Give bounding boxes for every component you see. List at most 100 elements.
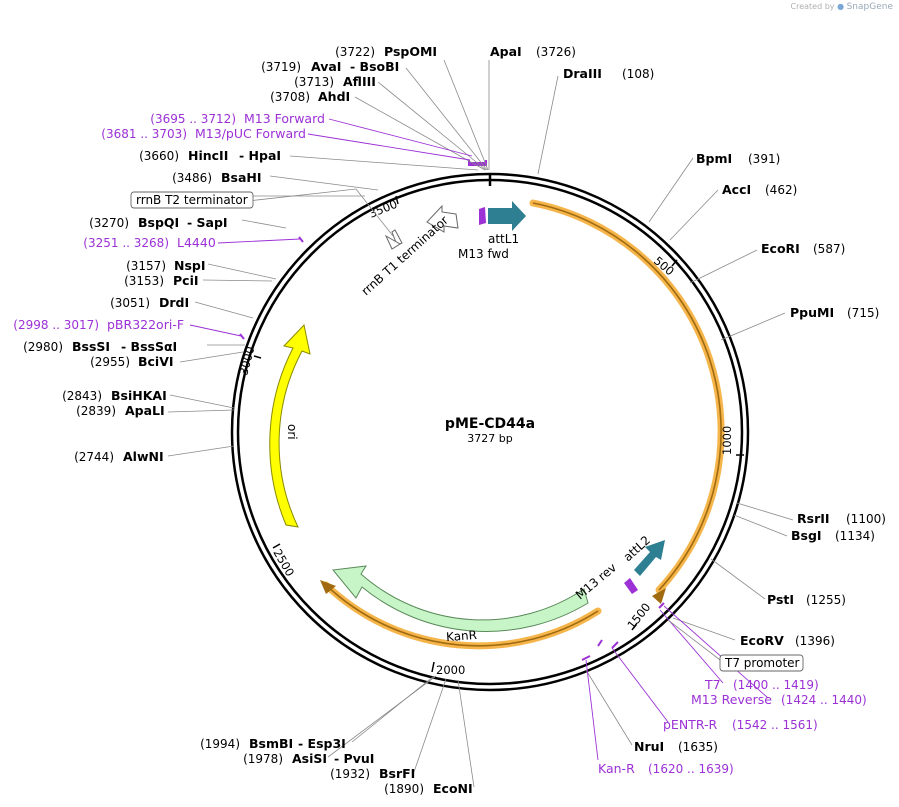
site-econi: EcoNI	[433, 781, 473, 796]
site-nspi: NspI	[174, 258, 206, 273]
site-bsmbi: BsmBI	[249, 736, 293, 751]
site-bsgi-pos: (1134)	[835, 529, 875, 543]
m13-fwd-feature	[479, 207, 486, 225]
primer-t7: T7	[704, 677, 721, 692]
primer-kan-r-range: (1620 .. 1639)	[648, 762, 734, 776]
site-asisi: AsiSI	[292, 751, 327, 766]
site-apali: ApaLI	[125, 403, 165, 418]
primer-m13puc-forward: M13/pUC Forward	[195, 126, 306, 141]
site-nrui: NruI	[634, 739, 664, 754]
ori-feature	[269, 323, 311, 528]
primer-pbr322ori: pBR322ori-F	[107, 317, 184, 332]
site-bsrfi: BsrFI	[379, 766, 415, 781]
primer-pbr322ori-range: (2998 .. 3017)	[13, 318, 99, 332]
rrnb-t1-feature	[426, 204, 459, 233]
site-bpmi: BpmI	[696, 151, 732, 166]
site-apali-pos: (2839)	[76, 404, 116, 418]
site-bpmi-pos: (391)	[748, 152, 780, 166]
site-labels-left: (3722) PspOMI (3719) AvaI - BsoBI (3713)…	[23, 44, 473, 796]
site-bsobi: - BsoBI	[350, 59, 399, 74]
rrnb-t2-arrow	[384, 234, 401, 250]
site-bsihkai-pos: (2843)	[62, 389, 102, 403]
site-ahdi: AhdI	[318, 89, 350, 104]
site-nspi-pos: (3157)	[126, 259, 166, 273]
site-alwni: AlwNI	[123, 449, 164, 464]
site-hincii-pos: (3660)	[139, 149, 179, 163]
site-apai: ApaI	[490, 44, 522, 59]
site-draiii: DraIII	[563, 66, 602, 81]
feature-label-ori: ori	[285, 424, 299, 440]
tick-label-2000: 2000	[436, 663, 465, 677]
kanr-cds-arc	[325, 584, 599, 647]
site-acci: AccI	[722, 182, 751, 197]
site-pspomi: PspOMI	[384, 44, 437, 59]
site-leaders-right	[488, 60, 794, 746]
site-rsrii: RsrII	[797, 511, 830, 526]
insert-arrow-head	[652, 588, 666, 604]
primer-t7-range: (1400 .. 1419)	[733, 678, 819, 692]
site-drdi: DrdI	[159, 295, 189, 310]
site-ecori-pos: (587)	[813, 242, 845, 256]
site-bcivi: BciVI	[138, 354, 174, 369]
site-psti: PstI	[767, 592, 794, 607]
site-pvui: - PvuI	[334, 751, 374, 766]
site-psti-pos: (1255)	[806, 593, 846, 607]
site-bsmbi-pos: (1994)	[200, 737, 240, 751]
site-ecorv-pos: (1396)	[795, 634, 835, 648]
primer-kan-r: Kan-R	[598, 761, 635, 776]
site-hpai: - HpaI	[239, 148, 281, 163]
site-pcii-pos: (3153)	[124, 274, 164, 288]
site-draiii-pos: (108)	[622, 67, 654, 81]
site-ppumi: PpuMI	[790, 305, 834, 320]
site-hincii: HincII	[188, 148, 228, 163]
kanr-cds-arrow-head	[320, 580, 336, 594]
site-pcii: PciI	[173, 273, 199, 288]
watermark: Created by ● SnapGene	[791, 2, 894, 12]
site-ahdi-pos: (3708)	[270, 90, 310, 104]
site-bsahi-pos: (3486)	[172, 171, 212, 185]
plasmid-name: pME-CD44a	[445, 416, 535, 432]
boxed-feature-t7-promoter: T7 promoter	[719, 654, 804, 672]
insert-arc	[532, 202, 722, 591]
site-apai-pos: (3726)	[536, 45, 576, 59]
site-bsssi-pos: (2980)	[23, 340, 63, 354]
site-ppumi-pos: (715)	[847, 306, 879, 320]
primer-m13-reverse-range: (1424 .. 1440)	[781, 693, 867, 707]
site-alwni-pos: (2744)	[74, 450, 114, 464]
feature-label-m13-rev: M13 rev	[573, 560, 619, 602]
site-bsihkai: BsiHKAI	[111, 388, 167, 403]
boxed-feature-rrnb-t2: rrnB T2 terminator	[130, 191, 254, 209]
tick-label-1000: 1000	[720, 426, 734, 455]
site-bcivi-pos: (2955)	[90, 355, 130, 369]
primer-pentr-r-range: (1542 .. 1561)	[732, 718, 818, 732]
attl1-feature	[488, 201, 526, 231]
site-bsrfi-pos: (1932)	[330, 767, 370, 781]
primer-leaders	[189, 118, 769, 761]
site-bspqi-pos: (3270)	[89, 216, 129, 230]
site-avai: AvaI	[311, 59, 341, 74]
feature-label-attl1: attL1	[488, 232, 519, 246]
primer-m13-forward-range: (3695 .. 3712)	[150, 112, 236, 126]
site-drdi-pos: (3051)	[110, 296, 150, 310]
site-afliii: AflIII	[343, 74, 376, 89]
site-labels-right: ApaI (3726) DraIII (108) BpmI (391) AccI…	[490, 44, 886, 754]
site-sapi: - SapI	[187, 215, 228, 230]
attl2-feature	[634, 540, 665, 576]
site-pspomi-pos: (3722)	[335, 45, 375, 59]
site-bsssai: - BssSαI	[121, 339, 177, 354]
snapgene-logo-icon: ●	[837, 2, 845, 11]
site-leaders-left	[167, 59, 489, 788]
site-bsahi: BsaHI	[221, 170, 262, 185]
primer-labels: (3695 .. 3712) M13 Forward (3681 .. 3703…	[13, 111, 866, 776]
rrnb-t2-leader	[247, 188, 394, 237]
site-rsrii-pos: (1100)	[846, 512, 886, 526]
insert-arc-glow	[529, 199, 725, 594]
site-bspqi: BspQI	[138, 215, 179, 230]
primer-m13-forward: M13 Forward	[244, 111, 325, 126]
site-acci-pos: (462)	[765, 183, 797, 197]
feature-label-kanr: KanR	[446, 628, 478, 644]
site-ecori: EcoRI	[761, 241, 800, 256]
site-econi-pos: (1890)	[384, 782, 424, 796]
tick-label-3000: 3000	[236, 345, 257, 377]
